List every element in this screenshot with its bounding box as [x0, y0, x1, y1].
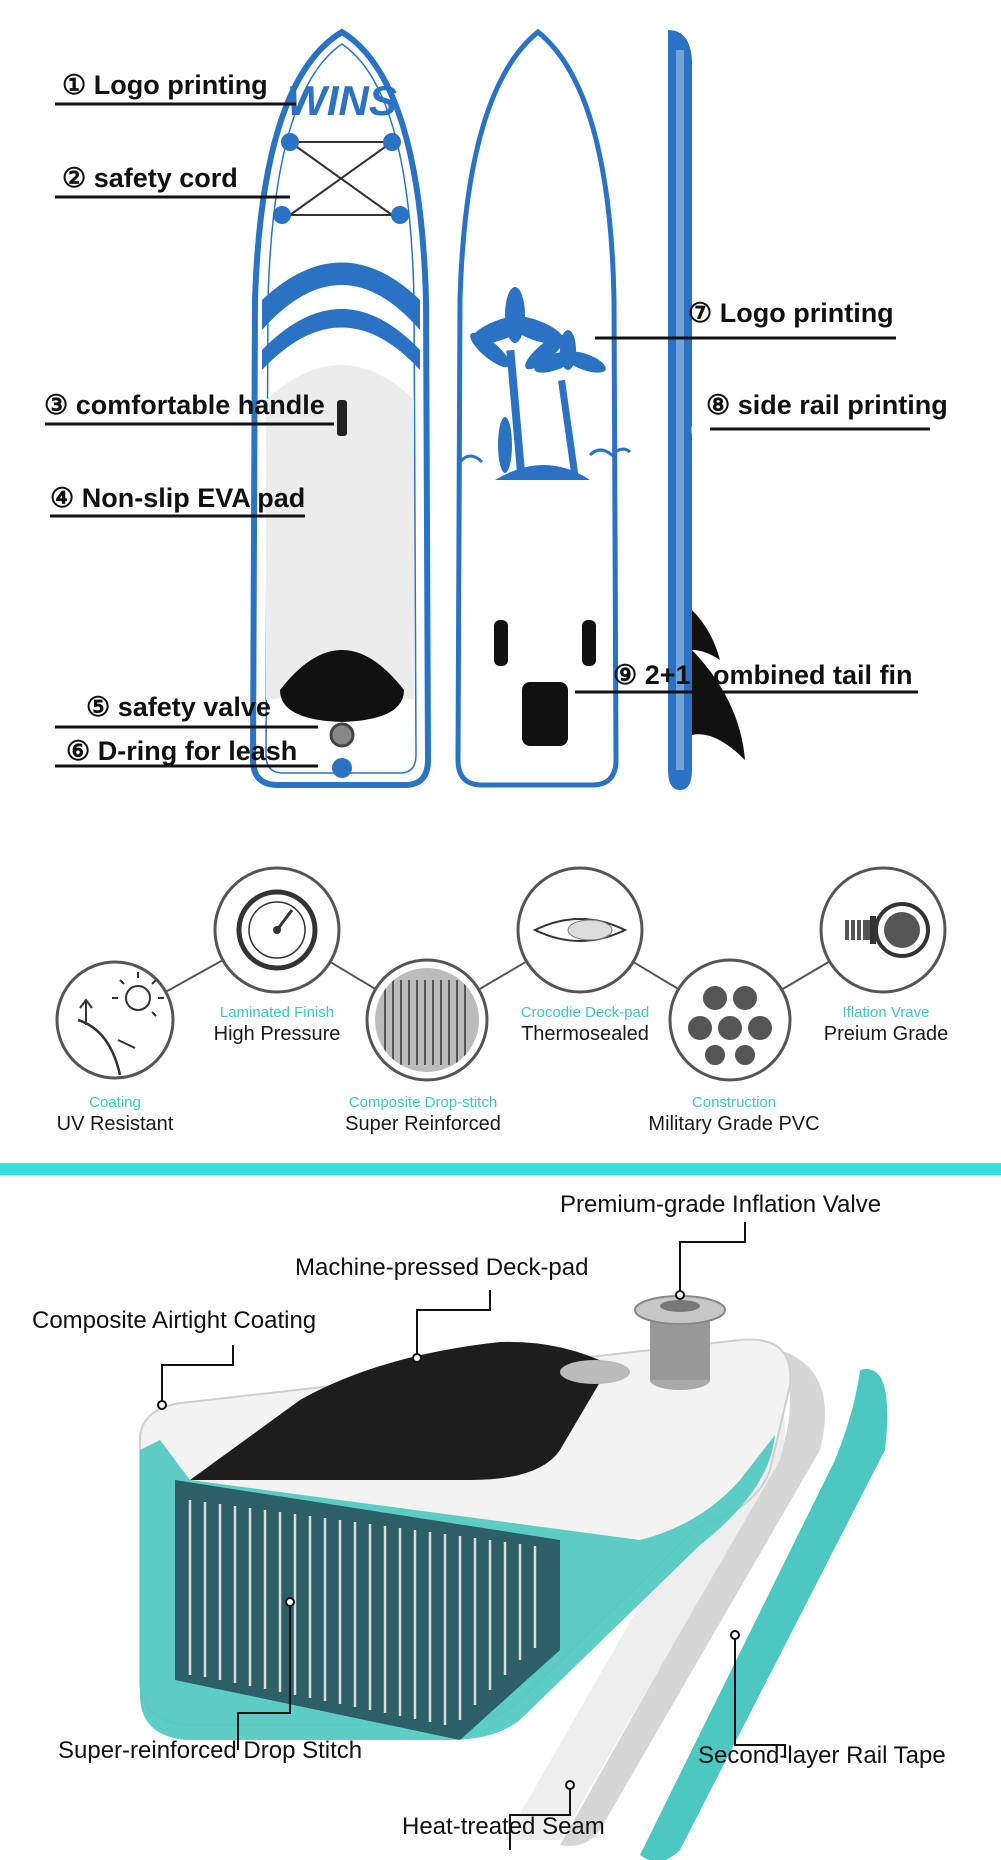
- board-bottom-view: [455, 28, 631, 788]
- feature-6-teal: Iflation Vrave: [843, 1004, 930, 1021]
- section-divider: [0, 1163, 1001, 1175]
- svg-text:⑧ side rail printing: ⑧ side rail printing: [706, 390, 948, 420]
- svg-text:⑦ Logo printing: ⑦ Logo printing: [688, 298, 894, 328]
- callout-2: ② safety cord: [62, 163, 238, 193]
- label-rail-tape: Second-layer Rail Tape: [698, 1742, 946, 1769]
- leader-lines: [161, 1222, 786, 1850]
- tail-fin: [692, 650, 745, 760]
- svg-text:⑥ D-ring for leash: ⑥ D-ring for leash: [66, 736, 297, 766]
- callout-4: ④ Non-slip EVA pad: [50, 483, 305, 513]
- feature-2-teal: Laminated Finish: [220, 1004, 334, 1021]
- callout-7: ⑦ Logo printing: [688, 298, 894, 328]
- valve-icon: [819, 866, 947, 994]
- callout-8: ⑧ side rail printing: [706, 390, 948, 420]
- palm-logo: [458, 287, 631, 481]
- label-seam: Heat-treated Seam: [402, 1813, 605, 1840]
- label-drop-stitch: Super-reinforced Drop Stitch: [58, 1737, 362, 1764]
- svg-text:④ Non-slip EVA pad: ④ Non-slip EVA pad: [50, 483, 305, 513]
- deck-pad: [190, 1341, 610, 1480]
- callout-5: ⑤ safety valve: [86, 692, 271, 722]
- feature-5-teal: Construction: [692, 1094, 776, 1111]
- label-deck-pad: Machine-pressed Deck-pad: [295, 1254, 588, 1281]
- svg-text:② safety cord: ② safety cord: [62, 163, 238, 193]
- feature-1-dark: UV Resistant: [57, 1113, 174, 1135]
- feature-2-dark: High Pressure: [214, 1023, 341, 1045]
- deck-pad-icon: [516, 866, 644, 994]
- drop-stitch-core: [175, 1480, 560, 1740]
- board-views-section: WINS: [44, 28, 948, 790]
- svg-text:③ comfortable handle: ③ comfortable handle: [44, 390, 325, 420]
- callout-6: ⑥ D-ring for leash: [66, 736, 297, 766]
- board-logo: WINS: [287, 77, 397, 124]
- feature-1-teal: Coating: [89, 1094, 141, 1111]
- callout-3: ③ comfortable handle: [44, 390, 325, 420]
- label-airtight-coating: Composite Airtight Coating: [32, 1307, 316, 1334]
- callout-9: ⑨ 2+1 combined tail fin: [613, 660, 913, 690]
- board-side-view: WINS: [668, 30, 745, 790]
- feature-5-dark: Military Grade PVC: [648, 1113, 819, 1135]
- callout-1: ① Logo printing: [62, 70, 268, 100]
- drop-stitch-icon: [365, 958, 489, 1082]
- feature-4-dark: Thermosealed: [521, 1023, 649, 1045]
- inflation-valve: [634, 1295, 726, 1390]
- callout-lines: [45, 102, 930, 768]
- valve: [329, 722, 355, 748]
- construction-section: Premium-grade Inflation Valve Machine-pr…: [32, 1191, 946, 1860]
- handle: [337, 400, 347, 436]
- sun-icon: [55, 960, 175, 1080]
- svg-text:⑨ 2+1 combined tail fin: ⑨ 2+1 combined tail fin: [613, 660, 913, 690]
- feature-4-teal: Crocodie Deck-pad: [521, 1004, 649, 1021]
- features-section: Coating UV Resistant Laminated Finish Hi…: [55, 866, 949, 1135]
- side-rail-logo: WINS: [683, 340, 727, 445]
- feature-3-dark: Super Reinforced: [345, 1113, 501, 1135]
- svg-text:① Logo printing: ① Logo printing: [62, 70, 268, 100]
- safety-cord: [273, 133, 409, 224]
- board-top-view: WINS: [249, 28, 432, 788]
- label-inflation-valve: Premium-grade Inflation Valve: [560, 1191, 881, 1218]
- feature-3-teal: Composite Drop-stitch: [349, 1094, 497, 1111]
- svg-text:⑤ safety valve: ⑤ safety valve: [86, 692, 271, 722]
- feature-6-dark: Preium Grade: [824, 1023, 949, 1045]
- gauge-icon: [213, 866, 341, 994]
- d-ring: [332, 758, 352, 778]
- pvc-tubes-icon: [668, 958, 792, 1082]
- center-fin-box: [522, 682, 568, 746]
